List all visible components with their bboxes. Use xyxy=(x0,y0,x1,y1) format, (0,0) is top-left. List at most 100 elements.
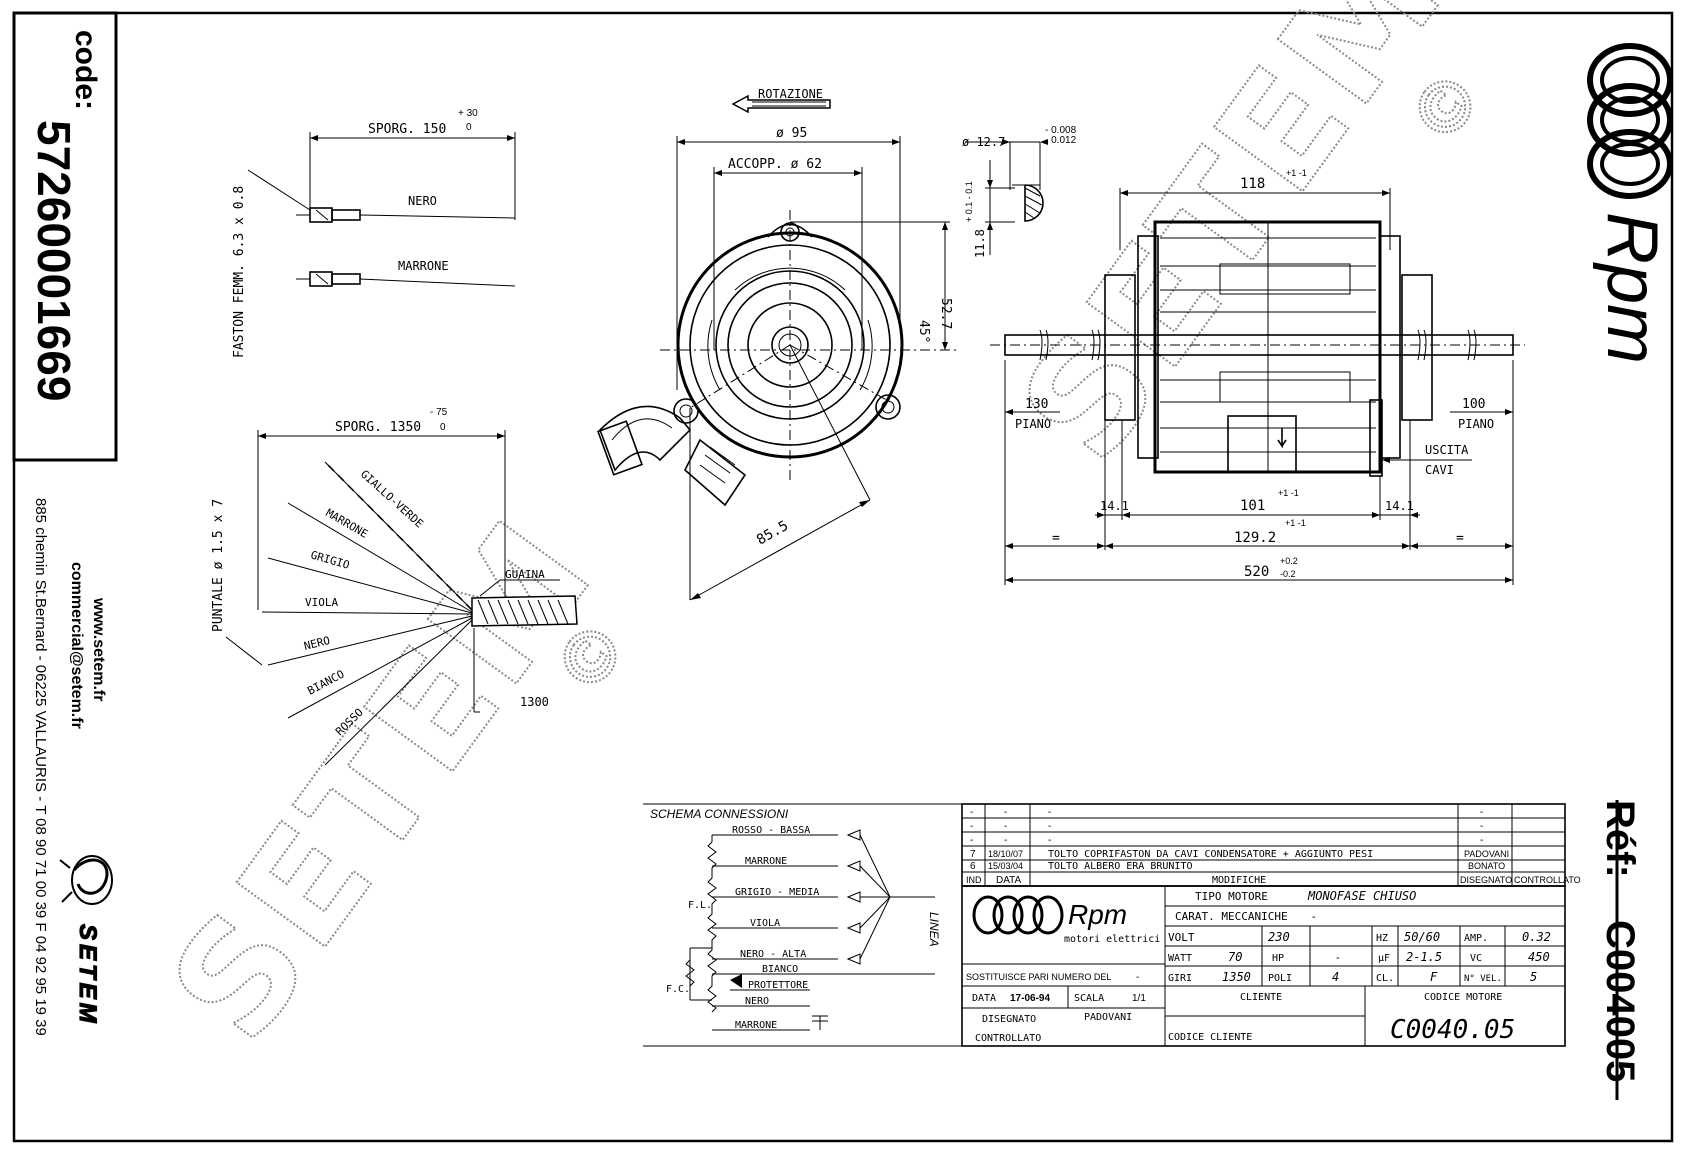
uf-label: µF xyxy=(1378,953,1390,964)
code-box xyxy=(12,11,118,462)
hp-value: - xyxy=(1336,952,1340,964)
cable-length-label: 1300 xyxy=(520,695,549,709)
amp-value: 0.32 xyxy=(1522,930,1551,944)
tipo-motore-value: MONOFASE CHIUSO xyxy=(1307,889,1416,903)
codice-cliente-label: CODICE CLIENTE xyxy=(1168,1032,1252,1043)
dim-129-2-tol: +1 -1 xyxy=(1285,518,1306,528)
rev-3-desc: - xyxy=(1048,835,1051,846)
dim-129-2-label: 129.2 xyxy=(1234,530,1276,546)
title-block: Rpm motori elettrici SOSTITUISCE PARI NU… xyxy=(961,885,1566,1047)
wire-label-nero: NERO xyxy=(303,634,332,653)
uscita-label: USCITA xyxy=(1425,443,1469,457)
motor-side-view: 118 +1 -1 130 PIANO xyxy=(990,168,1525,585)
motor-front-view: ROTAZIONE ø 95 ACCOPP. ø 62 xyxy=(597,87,960,601)
rev-5-drawn: BONATO xyxy=(1468,861,1505,871)
hz-label: HZ xyxy=(1376,933,1388,944)
rev-1-ind: - xyxy=(970,807,973,818)
rpm-logo-text: Rpm xyxy=(1592,212,1672,364)
wiring-top-diagram: SPORG. 150 + 30 0 FASTON FEMM. 6.3 x 0.8… xyxy=(232,108,516,358)
address-text: 885 chemin St.Bernard - 06225 VALLAURIS … xyxy=(32,498,49,1036)
linea-label: LINEA xyxy=(927,912,941,947)
schema-wire-nero: NERO xyxy=(745,996,769,1007)
schema-title: SCHEMA CONNESSIONI xyxy=(650,807,789,821)
rev-2-data: - xyxy=(1004,821,1007,832)
sporg-1350-label: SPORG. 1350 xyxy=(335,420,421,435)
rev-4-drawn: PADOVANI xyxy=(1464,849,1509,859)
rev-header-desc: MODIFICHE xyxy=(1212,875,1266,886)
left-info-panel: code: 57260001669 www.setem.fr commercia… xyxy=(12,11,118,1036)
shaft-detail: ø 12.7 - 0.008 - 0.012 11.8 + 0.1 - 0.1 xyxy=(962,125,1077,258)
dim-85-5-label: 85.5 xyxy=(754,518,791,549)
shaft-tol-top: - 0.008 xyxy=(1045,125,1077,136)
vc-value: 450 xyxy=(1528,950,1550,964)
wire-label-marrone: MARRONE xyxy=(324,506,371,540)
tipo-motore-label: TIPO MOTORE xyxy=(1195,890,1268,903)
revision-table: - - - - - - - - - - - - 7 18/10/07 TOLTO… xyxy=(961,803,1581,887)
rev-header-ind: IND xyxy=(966,875,982,885)
dim-52-7-label: 52.7 xyxy=(938,298,953,329)
dim-100-label: 100 xyxy=(1462,397,1485,412)
disegnato-value: PADOVANI xyxy=(1084,1012,1132,1023)
data-value: 17-06-94 xyxy=(1010,993,1050,1004)
rev-4-ind: 7 xyxy=(970,849,976,860)
faston-connector-2 xyxy=(296,271,516,287)
rev-1-drawn: - xyxy=(1480,807,1483,818)
wire-label-viola: VIOLA xyxy=(305,596,338,609)
rev-3-drawn: - xyxy=(1480,835,1483,846)
rev-2-desc: - xyxy=(1048,821,1051,832)
rev-header-drawn: DISEGNATO xyxy=(1460,875,1512,885)
guaina-label: GUAINA xyxy=(505,568,545,581)
shaft-flat-label: 11.8 xyxy=(973,229,987,258)
cl-value: F xyxy=(1430,970,1438,984)
dim-118-label: 118 xyxy=(1240,176,1265,192)
faston-connector-1 xyxy=(296,207,516,223)
cliente-label: CLIENTE xyxy=(1240,992,1282,1003)
rev-4-data: 18/10/07 xyxy=(988,849,1023,859)
wire-label-grigio: GRIGIO xyxy=(309,548,351,571)
wiring-bottom-diagram: SPORG. 1350 - 75 0 PUNTALE ø 1.5 x 7 GUA… xyxy=(211,407,578,766)
schema-wire-rosso: ROSSO - BASSA xyxy=(732,825,810,836)
sporg-150-label: SPORG. 150 xyxy=(368,122,446,137)
schema-wire-bianco: BIANCO xyxy=(762,964,798,975)
email-text: commercial@setem.fr xyxy=(68,562,85,729)
rev-2-drawn: - xyxy=(1480,821,1483,832)
schema-fl-label: F.L. xyxy=(688,900,712,911)
rpm-small-coil-icon xyxy=(972,895,1064,935)
speed-selector xyxy=(810,829,935,975)
setem-brand-text: SETEM xyxy=(74,924,101,1027)
code-label: code: xyxy=(69,30,102,110)
dim-14-1-left: 14.1 xyxy=(1100,499,1129,513)
codice-motore-value: C0040.05 xyxy=(1390,1015,1515,1045)
angle-45-label: 45° xyxy=(916,320,931,343)
rotation-label: ROTAZIONE xyxy=(758,87,823,101)
sporg-1350-tol-plus: - 75 xyxy=(430,407,448,418)
giri-value: 1350 xyxy=(1222,970,1251,984)
carat-label: CARAT. MECCANICHE xyxy=(1175,910,1288,923)
wire-label-giallo-verde: GIALLO-VERDE xyxy=(358,468,426,531)
controllato-label: CONTROLLATO xyxy=(975,1033,1041,1044)
watermark-text-2: SETEM xyxy=(988,0,1478,491)
dim-520-tol-bottom: -0.2 xyxy=(1280,569,1296,579)
vel-label: N° VEL. xyxy=(1464,974,1502,984)
schema-fc-label: F.C. xyxy=(666,984,690,995)
wire-marrone-label: MARRONE xyxy=(398,259,449,273)
rev-header-data: DATA xyxy=(996,875,1022,886)
dim-101-tol: +1 -1 xyxy=(1278,488,1299,498)
dim-130-label: 130 xyxy=(1025,397,1048,412)
rev-4-desc: TOLTO COPRIFASTON DA CAVI CONDENSATORE +… xyxy=(1048,849,1373,860)
disegnato-label: DISEGNATO xyxy=(982,1014,1036,1025)
vc-label: VC xyxy=(1470,953,1482,964)
title-logo-text: Rpm xyxy=(1068,899,1127,930)
sostituisce-label: SOSTITUISCE PARI NUMERO DEL xyxy=(966,972,1111,982)
ref-label: Réf: xyxy=(1598,800,1642,878)
piano-left-label: PIANO xyxy=(1015,417,1051,431)
dim-eq-right: = xyxy=(1456,531,1464,546)
title-logo-sub: motori elettrici xyxy=(1064,934,1160,945)
rev-5-desc: TOLTO ALBERO ERA BRUNITO xyxy=(1048,861,1193,872)
rev-3-ind: - xyxy=(970,835,973,846)
carat-value: - xyxy=(1312,911,1316,923)
dim-101-label: 101 xyxy=(1240,498,1265,514)
connector-box xyxy=(1227,415,1297,473)
rev-1-data: - xyxy=(1004,807,1007,818)
